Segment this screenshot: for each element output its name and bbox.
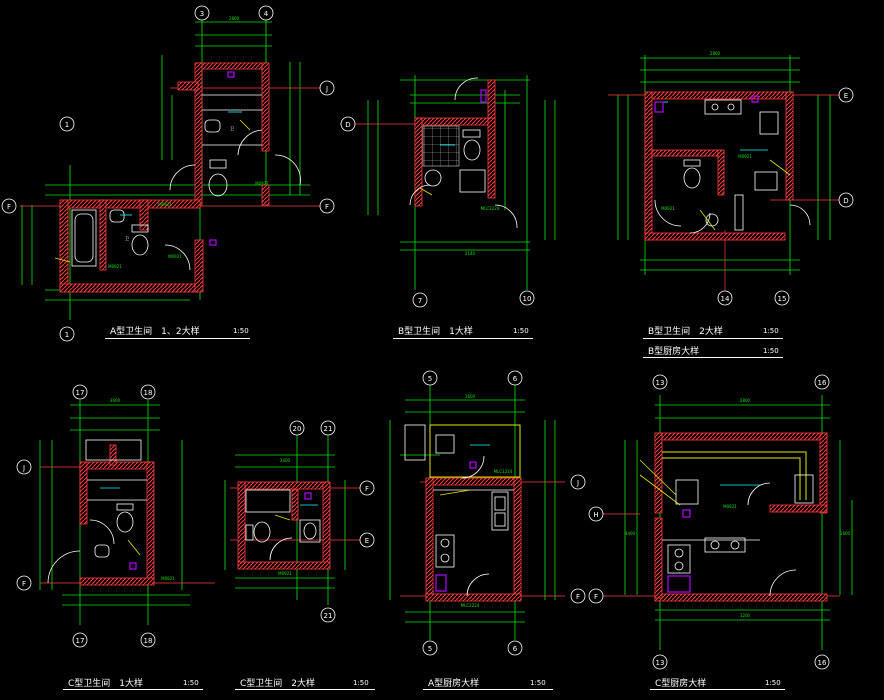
axis-label: J (22, 464, 25, 472)
drawing-scale: 1:50 (763, 347, 779, 355)
door-tag: M0921 (738, 154, 752, 159)
drawing-title: C型厨房大样 (655, 679, 707, 689)
axis-label: 7 (418, 297, 422, 305)
drawing-title: B型卫生间 1大样 (398, 327, 473, 337)
axis-label: 14 (721, 295, 730, 303)
drawing-scale: 1:50 (765, 679, 781, 687)
axis-label: 5 (428, 645, 432, 653)
plan-c-bathroom-2: 20 21 F E 21 M0921 3400 (224, 420, 375, 623)
axis-label: 15 (778, 295, 787, 303)
drawing-title: B型卫生间 2大样 (648, 327, 723, 337)
svg-text:卫: 卫 (230, 126, 234, 131)
dim-text: 3140 (465, 251, 476, 256)
title-underline (63, 689, 203, 690)
axis-label: 1 (65, 331, 69, 339)
title-underline (650, 689, 785, 690)
door-tag: M0821 (723, 504, 737, 509)
axis-label: F (576, 593, 580, 601)
axis-label: 3 (200, 10, 204, 18)
title-underline (643, 357, 783, 358)
drawing-scale: 1:50 (530, 679, 546, 687)
axis-label: 18 (144, 389, 153, 397)
plan-c-kitchen: 13 16 H F 13 16 M0821 2800 1200 1600 340… (588, 374, 853, 670)
axis-label: 1 (65, 121, 69, 129)
axis-label: 5 (428, 375, 432, 383)
axis-label: 16 (818, 659, 827, 667)
drawing-title: A型卫生间 1、2大样 (110, 327, 200, 337)
axis-label: F (7, 203, 11, 211)
drawing-title: C型卫生间 2大样 (240, 679, 316, 689)
axis-label: 21 (324, 612, 333, 620)
plan-b-bathroom-2-kitchen: E D 14 15 2800 M0921 M0921 (608, 51, 854, 306)
axis-label: 4 (264, 10, 269, 18)
axis-label: F (594, 593, 598, 601)
drawing-scale: 1:50 (513, 327, 529, 335)
axis-label: 21 (324, 425, 333, 433)
door-tag: M0821 (108, 264, 122, 269)
door-tag: M0921 (278, 571, 292, 576)
axis-label: 13 (656, 659, 665, 667)
axis-label: 6 (513, 645, 518, 653)
door-tag: MLC2224 (481, 206, 500, 211)
axis-label: J (576, 479, 579, 487)
drawing-title: C型卫生间 1大样 (68, 679, 144, 689)
axis-label: F (365, 485, 369, 493)
axis-label: J (325, 85, 328, 93)
plan-c-bathroom-1: 17 18 J F 17 18 3600 M0821 (16, 384, 215, 648)
dim-text: 3400 (280, 458, 291, 463)
axis-label: D (843, 197, 848, 205)
door-tag: M0821 (161, 576, 175, 581)
plan-a-kitchen: 5 6 J F 5 6 MLC1224 MLC2224 1600 (389, 370, 586, 656)
axis-label: 13 (656, 379, 665, 387)
door-tag: MLC1224 (494, 469, 513, 474)
axis-label: 17 (76, 637, 85, 645)
door-tag: M0921 (661, 206, 675, 211)
axis-label: E (365, 537, 369, 545)
axis-label: D (345, 121, 350, 129)
axis-label: 17 (76, 389, 85, 397)
drawing-scale: 1:50 (183, 679, 199, 687)
axis-label: F (22, 580, 26, 588)
title-underline (423, 689, 553, 690)
dim-text: 1600 (465, 394, 476, 399)
dim-text: 2800 (740, 398, 751, 403)
axis-label: 16 (818, 379, 827, 387)
drawing-scale: 1:50 (763, 327, 779, 335)
dim-text: 3600 (110, 398, 121, 403)
axis-label: F (325, 203, 329, 211)
title-underline (393, 338, 533, 339)
title-underline (105, 338, 250, 339)
door-tag: M0921 (158, 202, 172, 207)
axis-label: 6 (513, 375, 518, 383)
dim-text: 2800 (229, 16, 240, 21)
dim-text: 3400 (625, 531, 636, 536)
axis-label: H (593, 511, 598, 519)
drawing-scale: 1:50 (353, 679, 369, 687)
drawing-title: A型厨房大样 (428, 679, 480, 689)
door-tag: M0921 (168, 254, 182, 259)
svg-text:卫: 卫 (125, 236, 129, 241)
door-tag: MLC2224 (461, 603, 480, 608)
dim-text: 1200 (740, 613, 751, 618)
plan-b-bathroom-1: D 7 10 MLC2224 3140 (340, 75, 556, 308)
axis-label: 18 (144, 637, 153, 645)
dim-text: 2800 (710, 51, 721, 56)
drawing-title: B型厨房大样 (648, 347, 700, 357)
axis-label: 10 (523, 295, 532, 303)
axis-label: 20 (293, 425, 302, 433)
axis-label: E (844, 92, 848, 100)
drawing-scale: 1:50 (233, 327, 249, 335)
dim-text: 1600 (840, 531, 851, 536)
title-underline (643, 338, 783, 339)
title-underline (235, 689, 375, 690)
door-tag: M0921 (255, 181, 269, 186)
plan-a-bathroom: 卫卫 3 4 J 1 F F 1 2800 M0921 M0821 (1, 5, 335, 342)
